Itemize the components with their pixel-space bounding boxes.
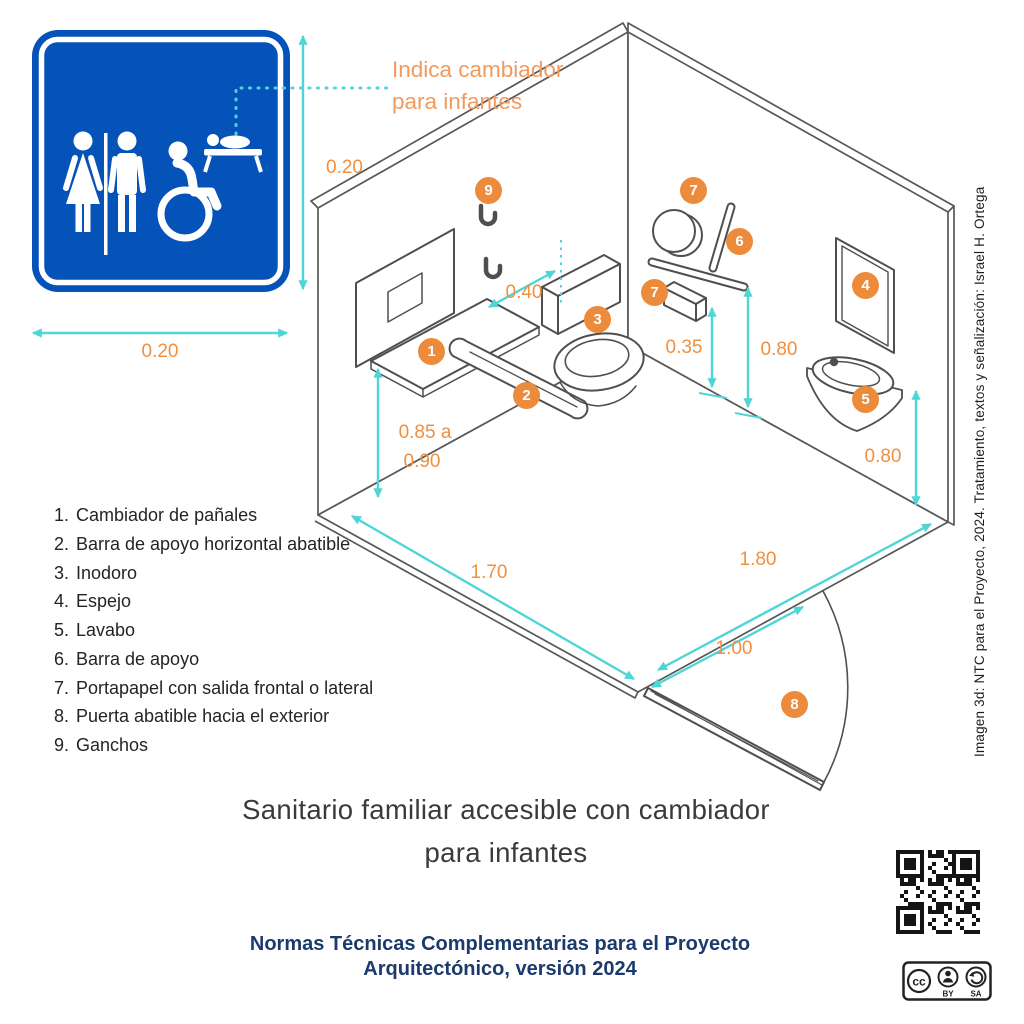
sign-border <box>38 36 284 286</box>
diagram-title-line2: para infantes <box>424 837 588 868</box>
credit-vertical-text: Imagen 3d: NTC para el Proyecto, 2024. T… <box>972 186 987 758</box>
qr-pattern <box>896 850 980 934</box>
dimension-arrows <box>31 34 932 689</box>
dim-table-height-line2: 0.90 <box>403 451 441 472</box>
footer-line2: Arquitectónico, versión 2024 <box>363 958 637 980</box>
dim-arrow-room-depth <box>351 514 635 681</box>
legend-label: Barra de apoyo horizontal abatible <box>76 533 351 554</box>
legend-num: 6. <box>53 648 69 669</box>
dim-sign-width: 0.20 <box>141 341 179 362</box>
by-label: BY <box>942 990 954 999</box>
dim-room-depth: 1.70 <box>470 562 508 583</box>
legend-num: 5. <box>53 620 69 640</box>
legend-label: Barra de apoyo <box>76 648 200 669</box>
sign-background <box>32 30 290 292</box>
cc-license-graphic: cc BY SA <box>902 961 992 1001</box>
indicator-dotted-line <box>234 86 391 136</box>
footer-norms: Normas Técnicas Complementarias para el … <box>112 932 888 982</box>
badge-2-folding-grab-bar: 2 <box>513 382 540 409</box>
sign-pictograms <box>63 131 263 255</box>
badge-7-dispenser: 7 <box>641 279 668 306</box>
legend-item-8: 8. Puerta abatible hacia el exterior <box>44 702 373 731</box>
folding-grab-bar <box>448 337 589 420</box>
legend-label: Inodoro <box>76 562 138 583</box>
legend-label: Puerta abatible hacia el exterior <box>76 706 330 727</box>
legend-num: 7. <box>53 677 69 698</box>
sa-label: SA <box>970 990 981 999</box>
wheelchair-icon <box>157 141 222 242</box>
legend-num: 1. <box>53 505 69 525</box>
qr-code <box>896 850 980 934</box>
badge-4-mirror: 4 <box>852 272 879 299</box>
dim-bar-height: 0.80 <box>760 339 798 360</box>
badge-5-sink: 5 <box>852 386 879 413</box>
diagram-title: Sanitario familiar accesible con cambiad… <box>102 788 910 874</box>
footer-line1: Normas Técnicas Complementarias para el … <box>249 933 751 955</box>
dim-changing-depth: 0.40 <box>505 282 543 303</box>
cc-icon: cc <box>906 968 932 994</box>
paper-dispenser <box>663 281 707 322</box>
badge-3-toilet: 3 <box>584 306 611 333</box>
badge-8-door: 8 <box>781 691 808 718</box>
by-icon: BY <box>937 966 959 999</box>
accessible-restroom-sign <box>32 30 290 292</box>
legend-item-1: 1. Cambiador de pañales <box>44 501 373 530</box>
legend-label: Espejo <box>76 591 132 612</box>
legend-num: 9. <box>53 735 69 755</box>
legend-item-5: 5. Lavabo <box>44 616 373 645</box>
sa-icon: SA <box>965 966 987 999</box>
toilet-paper-roll <box>652 209 703 257</box>
legend-label: Lavabo <box>76 620 136 640</box>
cc-license-badge: cc BY SA <box>902 960 992 1002</box>
man-icon <box>108 131 146 232</box>
badge-6-grab-bar: 6 <box>726 228 753 255</box>
dim-arrow-door-width <box>651 605 804 689</box>
sign-divider <box>104 133 108 255</box>
sign-graphic <box>32 30 290 292</box>
legend-item-6: 6. Barra de apoyo <box>44 645 373 674</box>
diagram-title-line1: Sanitario familiar accesible con cambiad… <box>242 794 770 825</box>
dim-sink-height: 0.80 <box>864 446 902 467</box>
cc-letters: cc <box>912 975 926 989</box>
legend-item-7: 7. Portapapel con salida frontal o latera… <box>44 674 373 703</box>
badge-1-changing-table: 1 <box>418 338 445 365</box>
grab-bar <box>647 202 749 292</box>
legend-num: 8. <box>53 706 69 727</box>
dim-sign-height: 0.20 <box>326 157 363 178</box>
dim-door-width: 1.00 <box>715 638 753 659</box>
legend-num: 4. <box>53 591 69 612</box>
baby-change-icon <box>203 134 263 173</box>
legend-item-2: 2. Barra de apoyo horizontal abatible <box>44 530 373 559</box>
legend-num: 2. <box>53 533 69 554</box>
legend-label: Ganchos <box>76 735 149 755</box>
legend-num: 3. <box>53 562 69 583</box>
changing-indicator-note: Indica cambiador para infantes <box>392 57 564 114</box>
badge-9-hooks: 9 <box>475 177 502 204</box>
dim-room-width: 1.80 <box>739 549 777 570</box>
dim-arrow-changing-depth <box>488 269 556 309</box>
legend-label: Portapapel con salida frontal o lateral <box>76 677 374 698</box>
legend-item-3: 3. Inodoro <box>44 559 373 588</box>
legend: 1. Cambiador de pañales 2. Barra de apoyo … <box>44 501 373 760</box>
door-swing-arc <box>822 590 849 783</box>
legend-item-4: 4. Espejo <box>44 587 373 616</box>
dim-dispenser-height: 0.35 <box>665 337 703 358</box>
badge-7-paper-roll: 7 <box>680 177 707 204</box>
dim-table-height-line1: 0.85 a <box>398 422 452 443</box>
legend-label: Cambiador de pañales <box>76 505 258 525</box>
fixtures <box>355 202 903 791</box>
legend-item-9: 9. Ganchos <box>44 731 373 760</box>
woman-icon <box>63 131 103 232</box>
